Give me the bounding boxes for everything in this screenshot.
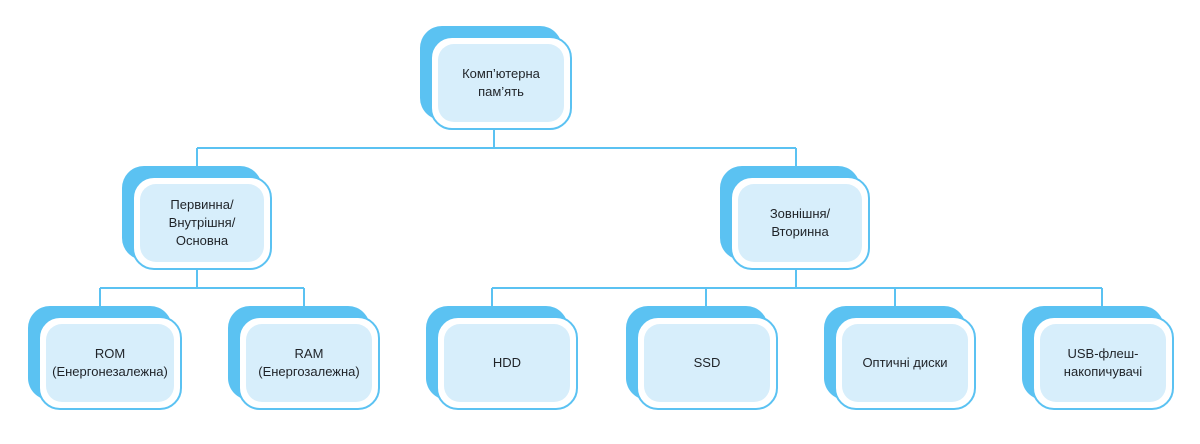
node-label: Первинна/ Внутрішня/Основна: [168, 197, 236, 248]
node-label: RAM (Енергозалежна): [258, 346, 360, 379]
node-label: Зовнішня/Вторинна: [769, 206, 831, 239]
node-rom: ROM (Енергонезалежна): [28, 306, 182, 410]
node-optical-discs: Оптичні диски: [824, 306, 976, 410]
node-ssd: SSD: [626, 306, 778, 410]
node-label: HDD: [492, 355, 522, 370]
node-label: Оптичні диски: [862, 355, 948, 370]
node-label: ROM (Енергонезалежна): [52, 346, 168, 379]
node-primary-memory: Первинна/ Внутрішня/Основна: [122, 166, 272, 270]
node-usb-flash: USB-флеш- накопичувачі: [1022, 306, 1174, 410]
node-computer-memory: Комп’ютерна пам’ять: [420, 26, 572, 130]
node-label: SSD: [693, 355, 721, 370]
node-secondary-memory: Зовнішня/Вторинна: [720, 166, 870, 270]
node-ram: RAM (Енергозалежна): [228, 306, 380, 410]
node-hdd: HDD: [426, 306, 578, 410]
node-label: USB-флеш- накопичувачі: [1063, 346, 1143, 379]
node-label: Комп’ютерна пам’ять: [462, 66, 540, 99]
